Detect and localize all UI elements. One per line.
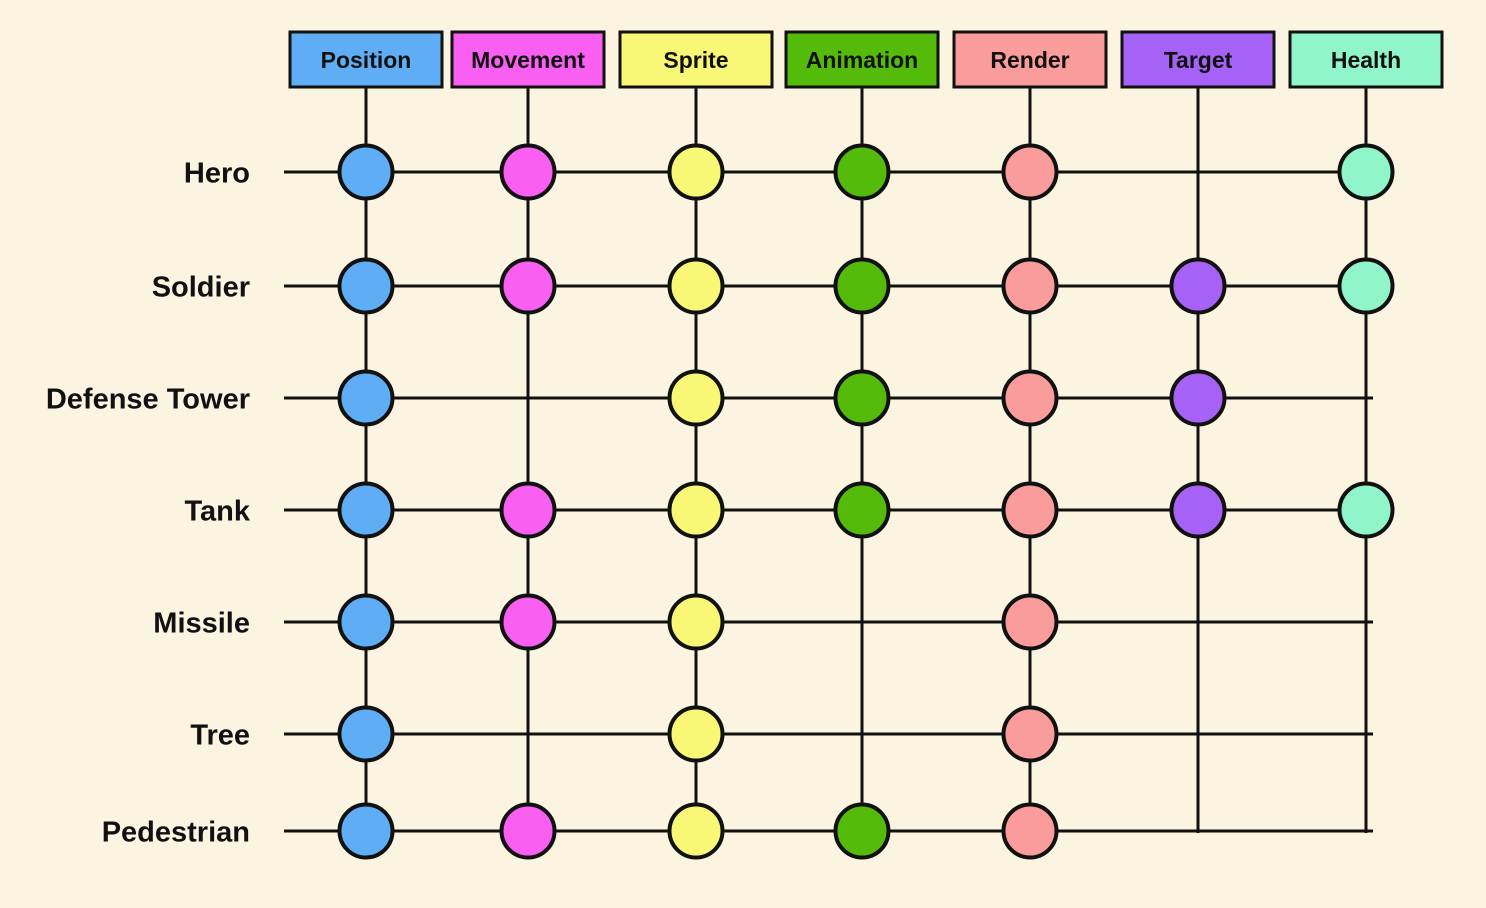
component-header-box — [952, 30, 1108, 89]
matrix-dot — [667, 802, 725, 860]
component-header-box — [288, 30, 444, 89]
entity-label: Hero — [184, 157, 250, 189]
matrix-dot — [667, 593, 725, 651]
matrix-dot — [499, 593, 557, 651]
matrix-dot — [667, 481, 725, 539]
matrix-dot — [499, 481, 557, 539]
matrix-dot — [1001, 705, 1059, 763]
matrix-dot — [1337, 481, 1395, 539]
matrix-dot — [337, 481, 395, 539]
component-header-box — [618, 30, 774, 89]
matrix-dot — [499, 802, 557, 860]
component-header-label: Movement — [471, 47, 585, 73]
component-header-label: Render — [990, 47, 1069, 73]
entity-label: Defense Tower — [46, 383, 250, 415]
entity-label: Tree — [190, 719, 250, 751]
matrix-dot — [337, 257, 395, 315]
entity-label: Tank — [184, 495, 250, 527]
matrix-dot — [1337, 143, 1395, 201]
matrix-dot — [499, 257, 557, 315]
matrix-dot — [337, 593, 395, 651]
matrix-dot — [337, 143, 395, 201]
component-header-label: Animation — [806, 47, 918, 73]
matrix-dot — [667, 257, 725, 315]
matrix-dot — [1169, 257, 1227, 315]
matrix-dot — [1001, 257, 1059, 315]
matrix-dot — [1001, 369, 1059, 427]
component-header-box — [1120, 30, 1276, 89]
matrix-dot — [833, 257, 891, 315]
component-header-label: Position — [321, 47, 412, 73]
component-header-label: Target — [1164, 47, 1233, 73]
matrix-dot — [667, 369, 725, 427]
matrix-dot — [1337, 257, 1395, 315]
matrix-dot — [833, 802, 891, 860]
entity-label: Pedestrian — [102, 816, 250, 848]
matrix-dot — [833, 369, 891, 427]
matrix-dot — [1001, 802, 1059, 860]
component-header-label: Sprite — [663, 47, 728, 73]
matrix-dot — [667, 705, 725, 763]
entity-label: Soldier — [152, 271, 250, 303]
component-header-box — [450, 30, 606, 89]
entity-label: Missile — [153, 607, 250, 639]
component-header-label: Health — [1331, 47, 1401, 73]
component-header-box — [784, 30, 940, 89]
component-header-box — [1288, 30, 1444, 89]
matrix-dot — [833, 143, 891, 201]
matrix-dot — [499, 143, 557, 201]
matrix-dot — [833, 481, 891, 539]
matrix-dot — [1001, 143, 1059, 201]
matrix-dot — [337, 369, 395, 427]
matrix-dot — [1169, 369, 1227, 427]
matrix-dot — [1001, 593, 1059, 651]
matrix-dot — [1169, 481, 1227, 539]
matrix-dot — [667, 143, 725, 201]
matrix-dot — [337, 802, 395, 860]
matrix-dot — [1001, 481, 1059, 539]
matrix-dot — [337, 705, 395, 763]
